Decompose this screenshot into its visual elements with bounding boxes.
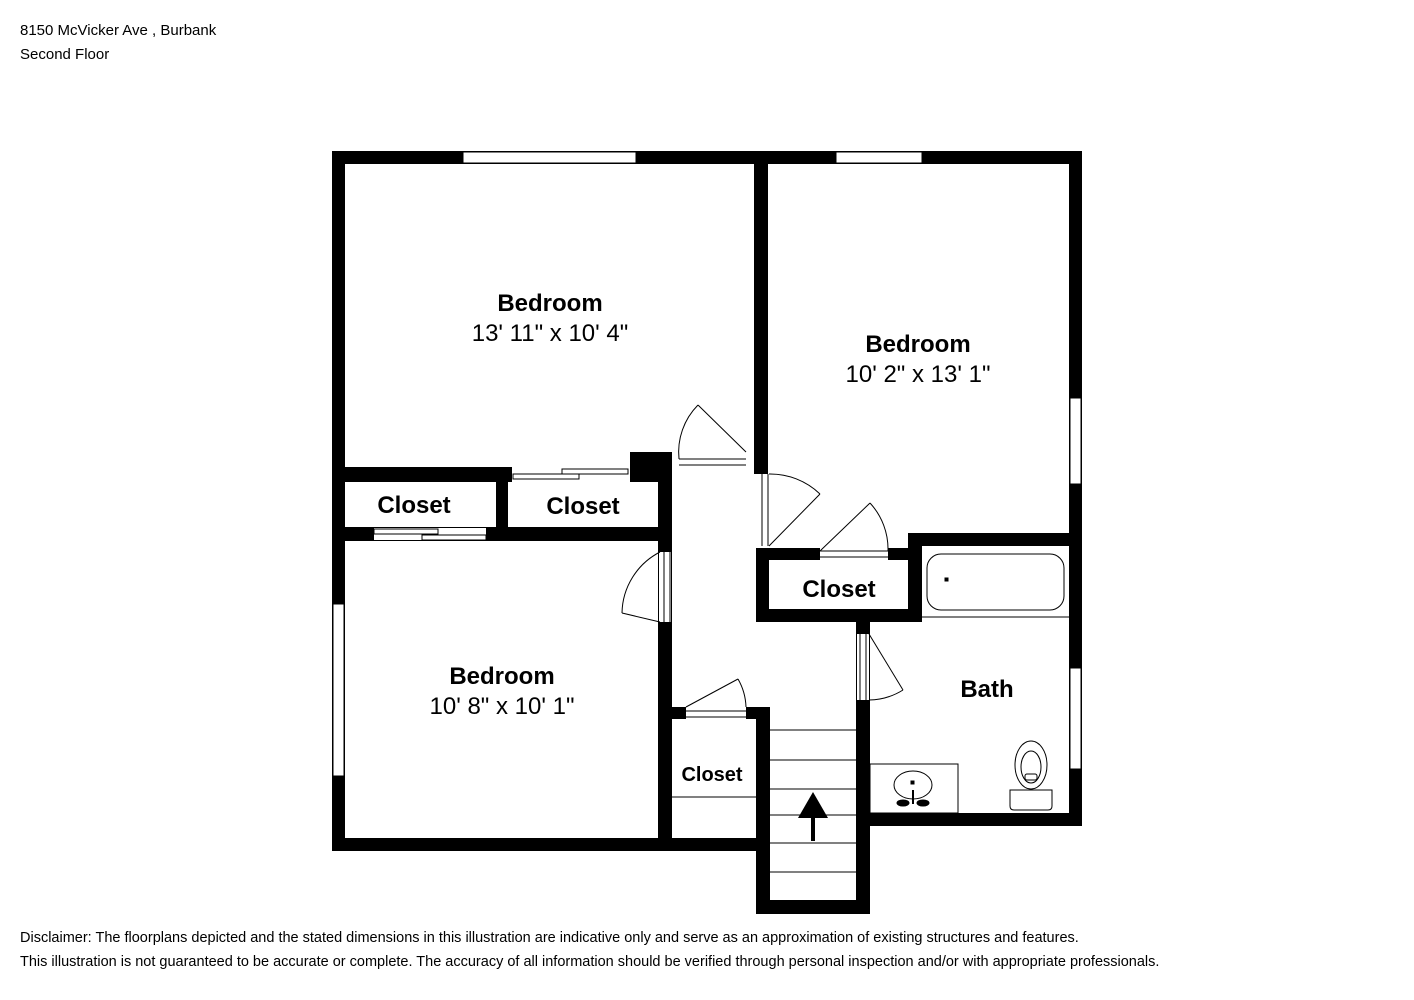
disclaimer-line-1: Disclaimer: The floorplans depicted and … [20, 930, 1079, 946]
room-dimensions: 10' 8" x 10' 1" [430, 693, 575, 720]
room-closet-right: Closet [802, 576, 875, 603]
windows [332, 151, 1082, 777]
toilet-icon [1009, 740, 1053, 811]
room-bedroom-top-left: Bedroom 13' 11" x 10' 4" [472, 290, 629, 347]
room-closet-left: Closet [377, 492, 450, 519]
room-bath: Bath [960, 676, 1013, 703]
room-name: Bedroom [497, 290, 602, 317]
room-name: Bedroom [865, 331, 970, 358]
sliding-doors [373, 468, 629, 541]
vanity-sink-icon [869, 763, 959, 814]
room-closet-middle: Closet [546, 493, 619, 520]
room-dimensions: 13' 11" x 10' 4" [472, 320, 629, 347]
stairs-arrow-icon [798, 792, 828, 841]
floor-label: Second Floor [20, 46, 110, 63]
disclaimer-line-2: This illustration is not guaranteed to b… [20, 954, 1160, 970]
room-dimensions: 10' 2" x 13' 1" [846, 361, 991, 388]
room-closet-small: Closet [681, 764, 742, 786]
room-bedroom-bottom-left: Bedroom 10' 8" x 10' 1" [430, 663, 575, 720]
room-bedroom-top-right: Bedroom 10' 2" x 13' 1" [846, 331, 991, 388]
room-name: Bedroom [449, 663, 554, 690]
door-swings [621, 404, 904, 718]
address-line: 8150 McVicker Ave , Burbank [20, 22, 217, 39]
stairs [770, 729, 856, 873]
bathtub-icon [922, 553, 1069, 618]
